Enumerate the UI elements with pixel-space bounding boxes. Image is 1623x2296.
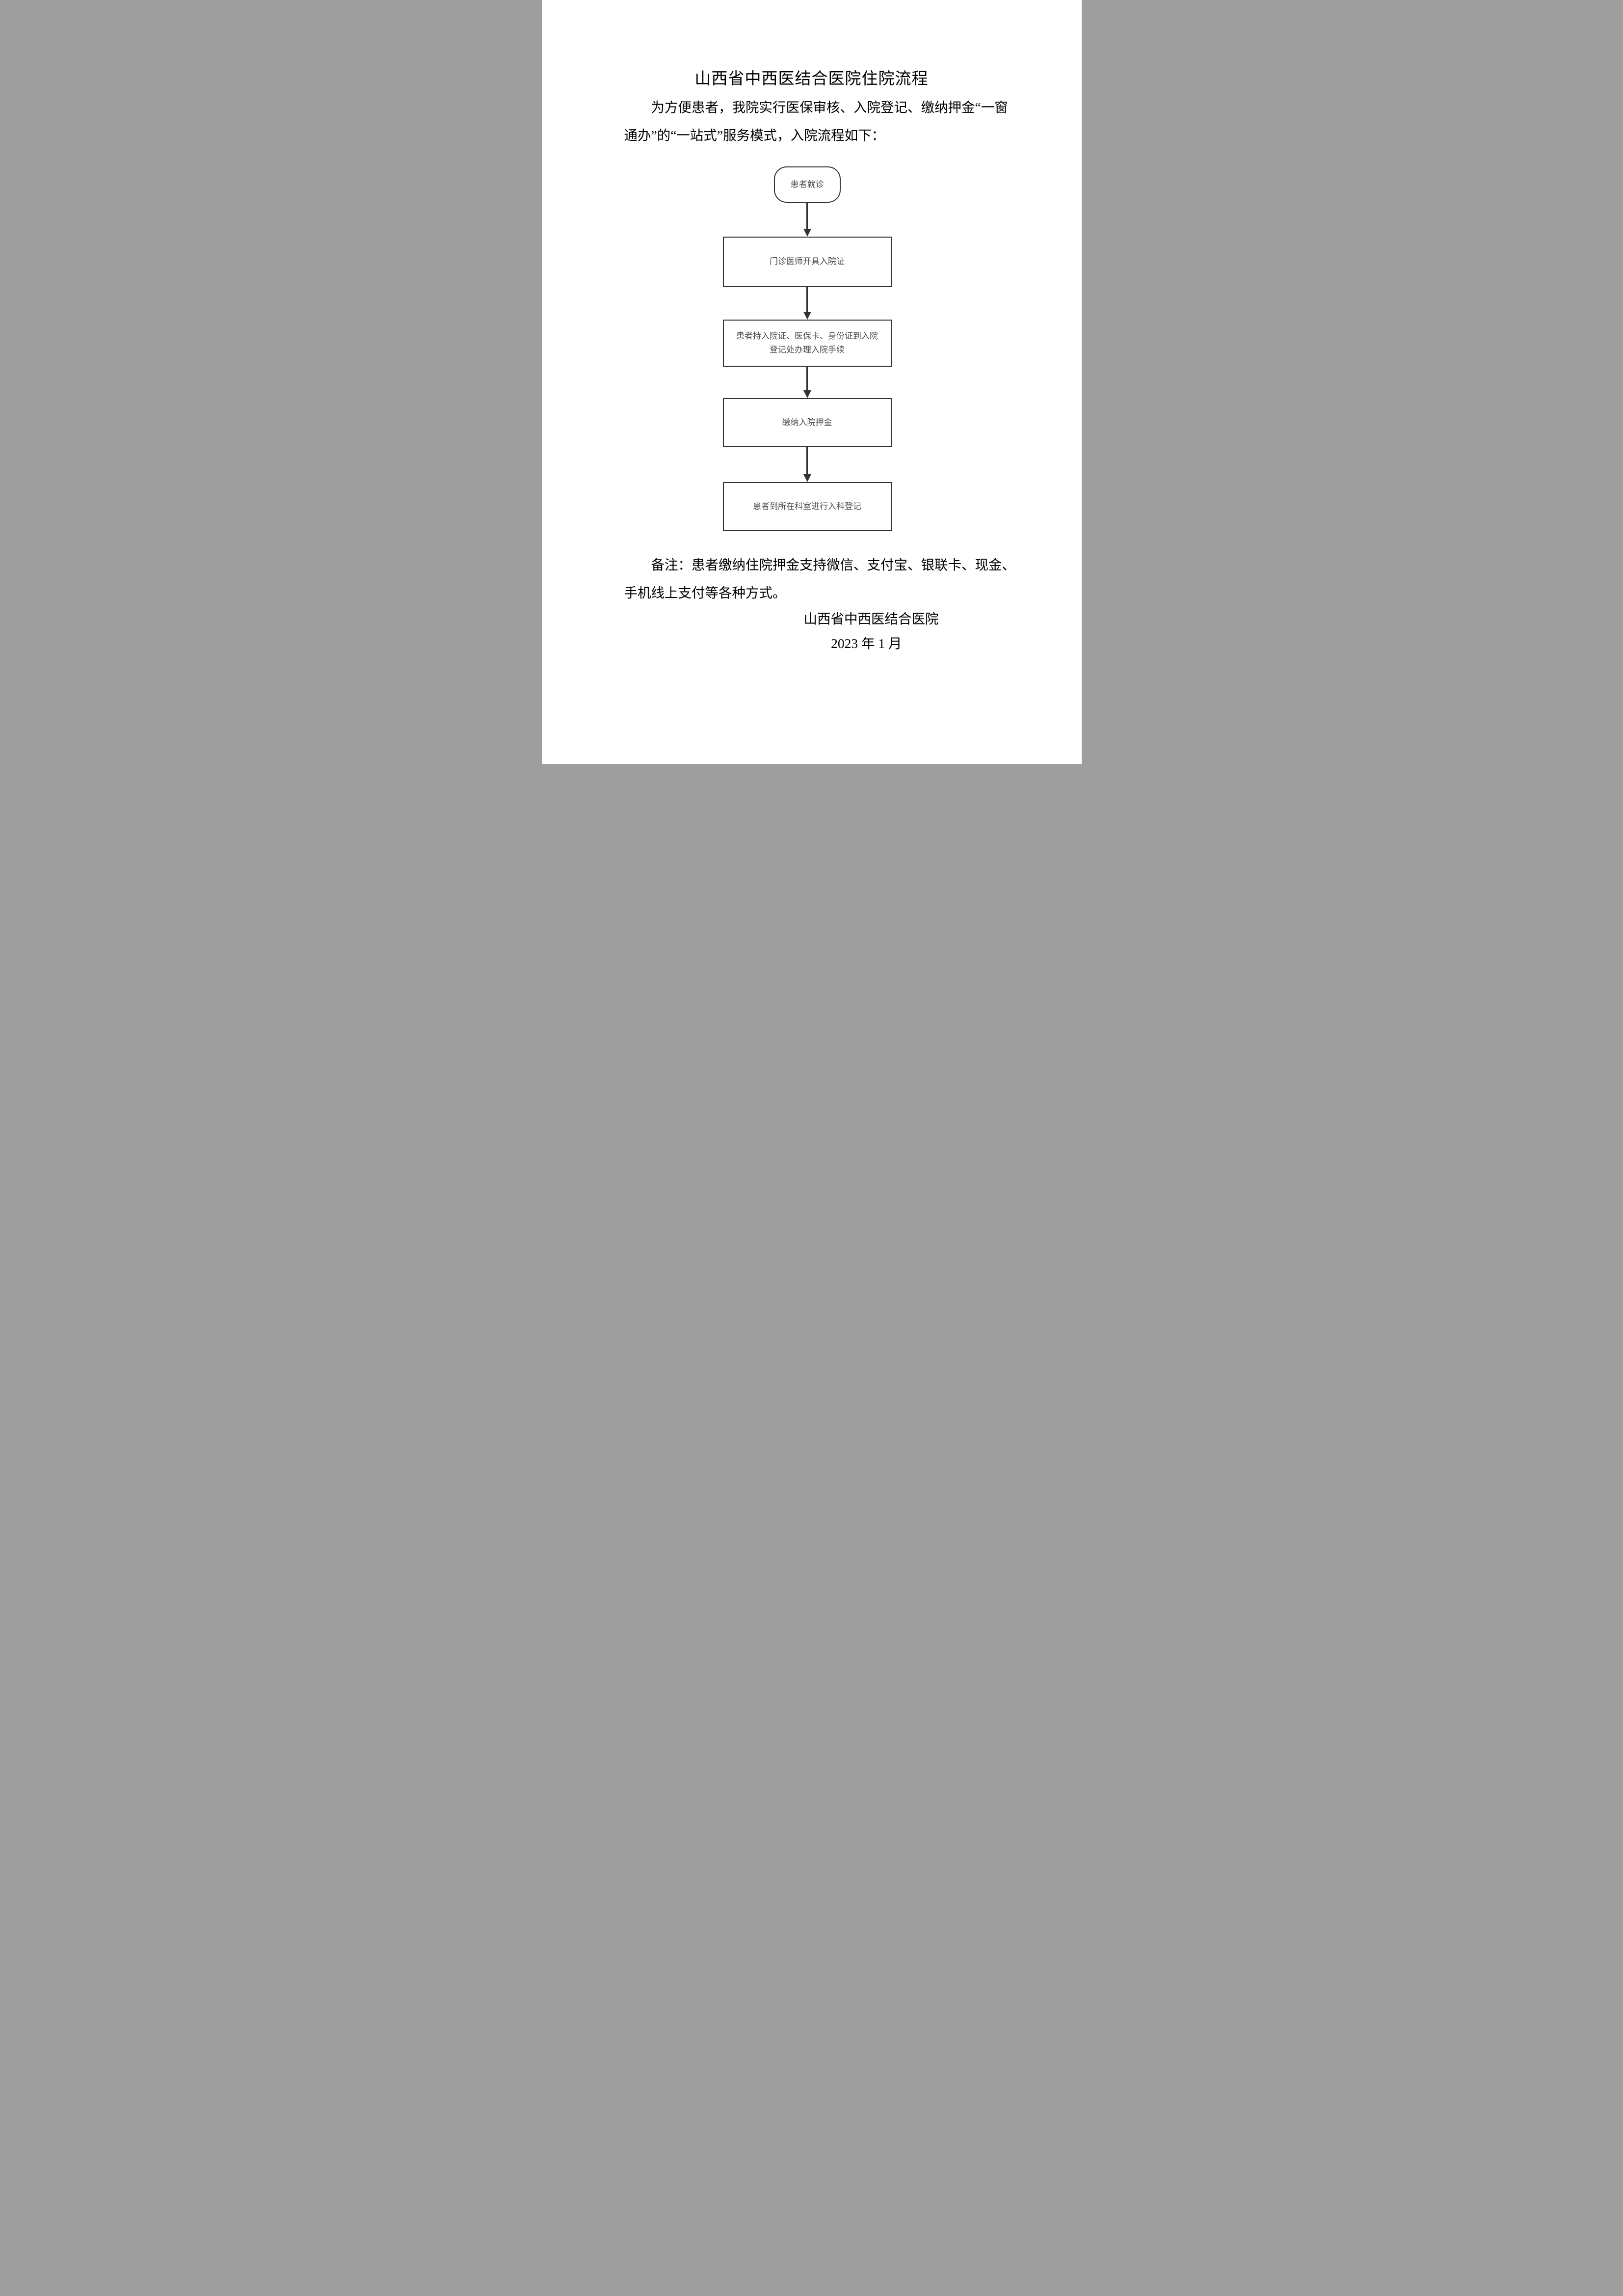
arrow-line [806, 447, 808, 474]
signature-hospital-name: 山西省中西医结合医院 [803, 611, 939, 626]
signature-date: 2023 年 1 月 [831, 636, 902, 651]
arrow-line [806, 203, 808, 229]
document-page: 山西省中西医结合医院住院流程 为方便患者，我院实行医保审核、入院登记、缴纳押金“… [541, 0, 1082, 764]
arrow-head-icon [803, 474, 811, 482]
note-line-1: 备注：患者缴纳住院押金支持微信、支付宝、银联卡、现金、 [651, 557, 1016, 572]
page-title: 山西省中西医结合医院住院流程 [694, 70, 929, 88]
flow-arrow-down [803, 203, 811, 237]
flow-node-issue-admission-certificate: 门诊医师开具入院证 [722, 237, 892, 287]
flow-node-pay-deposit: 缴纳入院押金 [722, 398, 892, 447]
arrow-head-icon [803, 312, 811, 320]
flow-node-start: 患者就诊 [773, 166, 841, 203]
flow-arrow-down [803, 367, 811, 398]
arrow-head-icon [803, 229, 811, 237]
flow-arrow-down [803, 447, 811, 482]
flow-arrow-down [803, 287, 811, 320]
arrow-head-icon [803, 390, 811, 398]
intro-paragraph-line-1: 为方便患者，我院实行医保审核、入院登记、缴纳押金“一窗 [651, 100, 1008, 115]
flow-node-registration-desk: 患者持入院证、医保卡、身份证到入院 登记处办理入院手续 [722, 320, 892, 367]
note-line-2: 手机线上支付等各种方式。 [624, 585, 786, 600]
admission-flowchart: 患者就诊 门诊医师开具入院证 患者持入院证、医保卡、身份证到入院 登记处办理入院… [722, 166, 892, 531]
flow-node-department-registration: 患者到所在科室进行入科登记 [722, 482, 892, 531]
arrow-line [806, 287, 808, 312]
intro-paragraph-line-2: 通办”的“一站式”服务模式，入院流程如下： [624, 128, 885, 143]
arrow-line [806, 367, 808, 390]
